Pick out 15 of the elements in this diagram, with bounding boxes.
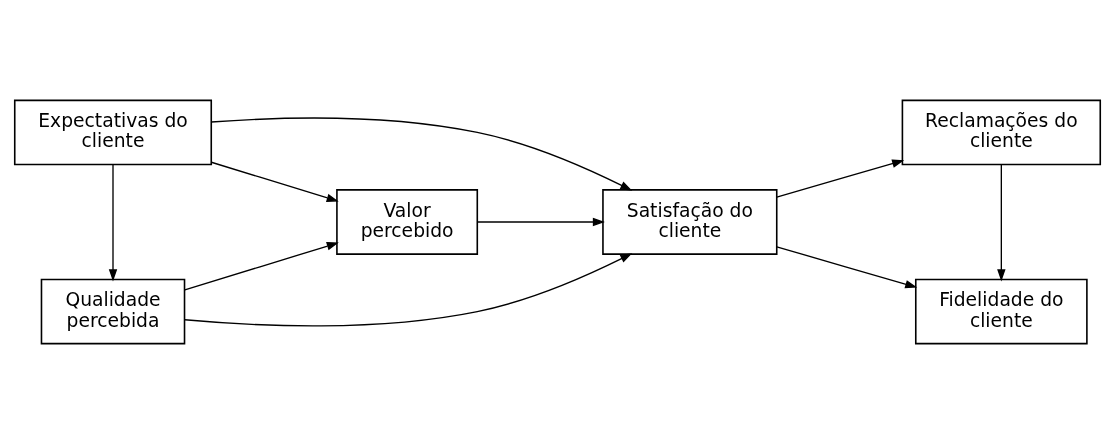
node-box: Satisfação do cliente [602,189,778,255]
arrow [210,161,339,202]
arrow [210,117,633,191]
arrow [108,163,118,282]
arrow [476,217,605,227]
node-box: Fidelidade do cliente [914,278,1088,345]
node-box: Valor percebido [336,189,479,255]
node-box: Qualidade percebida [40,278,186,345]
arrow [776,246,918,289]
arrow [184,242,339,291]
node-box: Expectativas do cliente [13,99,213,166]
arrow [997,163,1006,282]
node-box: Reclamações do cliente [901,99,1102,166]
arrow [184,253,633,327]
arrow [776,159,905,198]
